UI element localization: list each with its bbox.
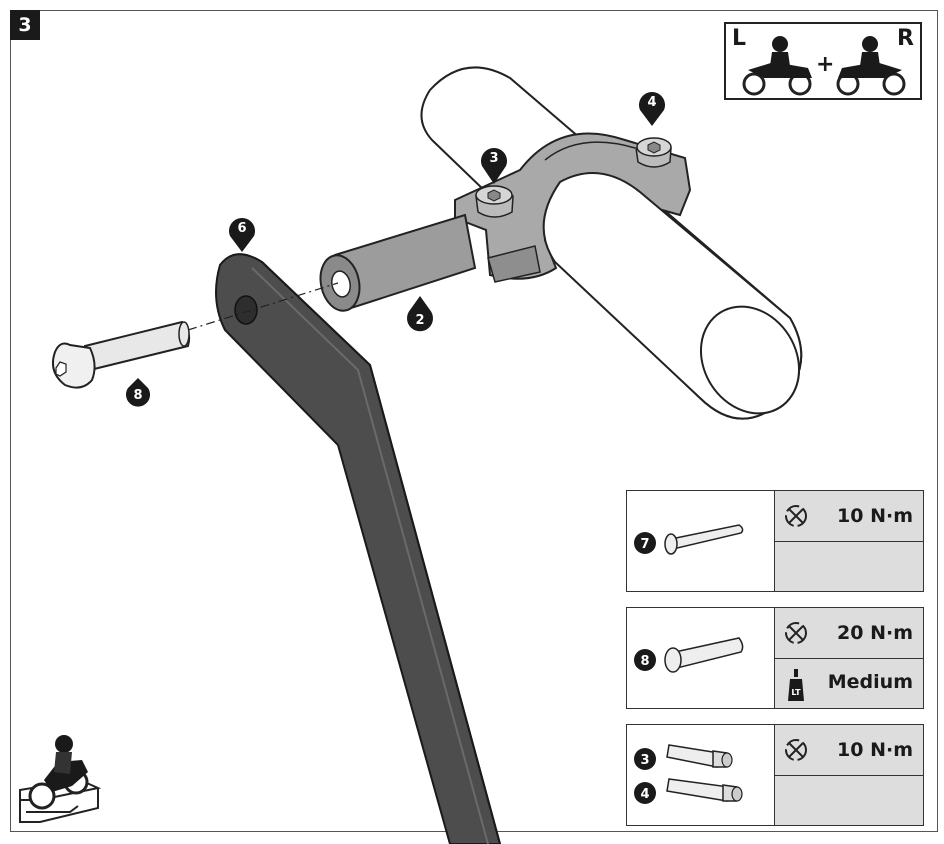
handlebar-end [699, 305, 801, 415]
rider-left-icon [742, 36, 812, 96]
clamp-bolt-3 [475, 185, 514, 218]
empty-spec-cell [775, 775, 923, 825]
callout-label-6: 6 [237, 221, 246, 236]
callout-label-2: 2 [415, 313, 424, 328]
callout-label-3: 3 [489, 151, 498, 166]
torque-cell: 10 N·m [775, 491, 923, 541]
threadlocker-cell: LT Medium [775, 658, 923, 708]
torque-spec-column: 10 N·m [774, 491, 923, 591]
handlebar-clamp [454, 132, 692, 283]
rider-icons [742, 36, 906, 96]
rider-right-icon [836, 36, 906, 96]
torque-value: 20 N·m [837, 622, 913, 644]
callout-marker-8: 8 [126, 378, 150, 407]
plus-sign: + [816, 52, 835, 77]
torque-spec-column: 10 N·m [774, 725, 923, 825]
torque-wrench-icon [785, 505, 807, 527]
torque-wrench-icon [785, 739, 807, 761]
callout-marker-3: 3 [481, 148, 508, 184]
callout-marker-6: 6 [229, 217, 256, 252]
empty-spec-cell [775, 541, 923, 591]
left-right-orientation-panel: L R + [724, 22, 922, 100]
torque-wrench-icon [785, 622, 807, 644]
torque-spec-column: 20 N·m LT Medium [774, 608, 923, 708]
torque-spec-panel-3-4: 3 4 10 N·m [626, 724, 924, 826]
left-side-label: L [732, 26, 747, 51]
torque-value: 10 N·m [837, 505, 913, 527]
threadlocker-bottle-icon: LT [788, 669, 804, 701]
cap-screws-illustration: 3 4 [634, 744, 743, 804]
right-side-label: R [897, 26, 914, 51]
part-number-3: 3 [640, 753, 649, 768]
button-head-bolt [52, 320, 191, 389]
assembly-axis-line [187, 282, 339, 331]
lever-guard [215, 253, 502, 844]
clamp-bolt-4 [635, 137, 672, 168]
spacer-tube [319, 213, 477, 312]
torque-cell: 20 N·m [775, 608, 923, 658]
part-number-8: 8 [640, 654, 649, 669]
part-number-7: 7 [640, 537, 649, 552]
torque-cell: 10 N·m [775, 725, 923, 775]
torque-spec-panel-7: 7 10 N·m [626, 490, 924, 592]
button-bolt-illustration: 8 [634, 637, 744, 673]
callout-marker-2: 2 [407, 296, 434, 332]
step-number-badge: 3 [10, 10, 40, 40]
part-number-4: 4 [640, 787, 649, 802]
callout-label-8: 8 [133, 388, 142, 403]
countersunk-bolt-illustration: 7 [634, 524, 744, 555]
torque-spec-panel-8: 8 20 N·m LT Medium [626, 607, 924, 709]
rider-seated-icon [19, 735, 102, 823]
svg-text:LT: LT [791, 688, 801, 697]
torque-value: 10 N·m [837, 739, 913, 761]
callout-marker-4: 4 [638, 91, 665, 126]
callout-label-4: 4 [647, 95, 656, 110]
threadlocker-strength: Medium [827, 671, 913, 693]
